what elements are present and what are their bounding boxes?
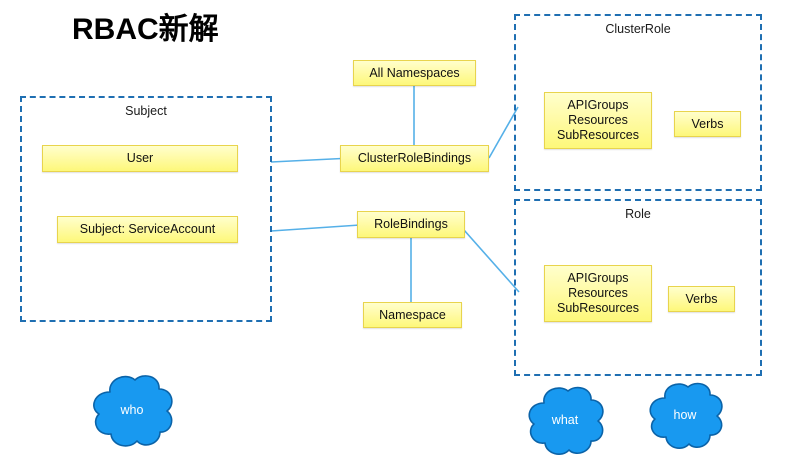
page-title: RBAC新解	[72, 13, 219, 46]
node-user[interactable]: User	[42, 145, 238, 172]
connector-rolebindings-to-role	[463, 229, 520, 293]
cloud-how[interactable]: how	[645, 378, 725, 454]
node-clusterrolebindings[interactable]: ClusterRoleBindings	[340, 145, 489, 172]
group-role-label: Role	[625, 207, 651, 221]
node-role-verbs[interactable]: Verbs	[668, 286, 735, 312]
node-namespace[interactable]: Namespace	[363, 302, 462, 328]
node-clusterrole-verbs[interactable]: Verbs	[674, 111, 741, 137]
cloud-what-shape	[528, 386, 604, 455]
group-clusterrole[interactable]: ClusterRole	[514, 14, 762, 191]
node-subject-serviceaccount[interactable]: Subject: ServiceAccount	[57, 216, 238, 243]
node-rolebindings[interactable]: RoleBindings	[357, 211, 465, 238]
group-subject[interactable]: Subject	[20, 96, 272, 322]
connector-subject-to-rolebindings	[270, 224, 361, 232]
group-subject-label: Subject	[125, 104, 167, 118]
node-clusterrole-rules[interactable]: APIGroups Resources SubResources	[544, 92, 652, 149]
node-role-rules[interactable]: APIGroups Resources SubResources	[544, 265, 652, 322]
group-clusterrole-label: ClusterRole	[605, 22, 671, 36]
cloud-how-shape	[649, 382, 723, 449]
group-role[interactable]: Role	[514, 199, 762, 376]
cloud-who-shape	[93, 375, 173, 447]
cloud-who[interactable]: who	[88, 370, 176, 452]
cloud-what[interactable]: what	[524, 382, 606, 460]
node-all-namespaces[interactable]: All Namespaces	[353, 60, 476, 86]
